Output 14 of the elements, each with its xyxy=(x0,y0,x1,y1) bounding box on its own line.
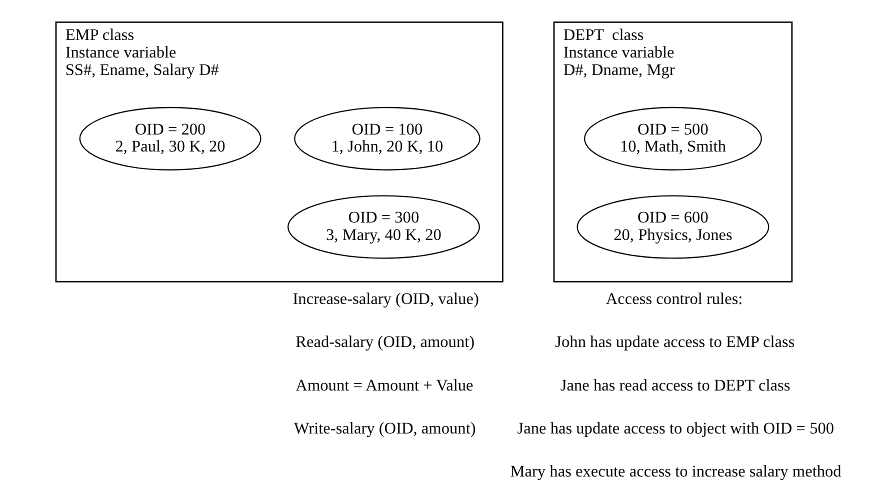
node-ellipse: OID = 500 10, Math, Smith xyxy=(584,106,762,170)
node-ellipse: OID = 100 1, John, 20 K, 10 xyxy=(294,106,480,170)
label: Mary has execute access to increase salary method xyxy=(510,462,842,481)
label: Write-salary (OID, amount) xyxy=(294,418,476,438)
node-ellipse: OID = 300 3, Mary, 40 K, 20 xyxy=(287,195,480,259)
node-ellipse: OID = 600 20, Physics, Jones xyxy=(576,195,770,259)
label: John has update access to EMP class xyxy=(555,332,795,352)
label: Read-salary (OID, amount) xyxy=(296,332,475,352)
label: Jane has read access to DEPT class xyxy=(560,375,790,394)
label: Increase-salary (OID, value) xyxy=(292,289,479,308)
label: Jane has update access to object with OID = 500 xyxy=(517,418,834,438)
label: Access control rules: xyxy=(606,289,743,308)
label: Amount = Amount + Value xyxy=(296,375,474,394)
node-ellipse: OID = 200 2, Paul, 30 K, 20 xyxy=(79,106,262,170)
